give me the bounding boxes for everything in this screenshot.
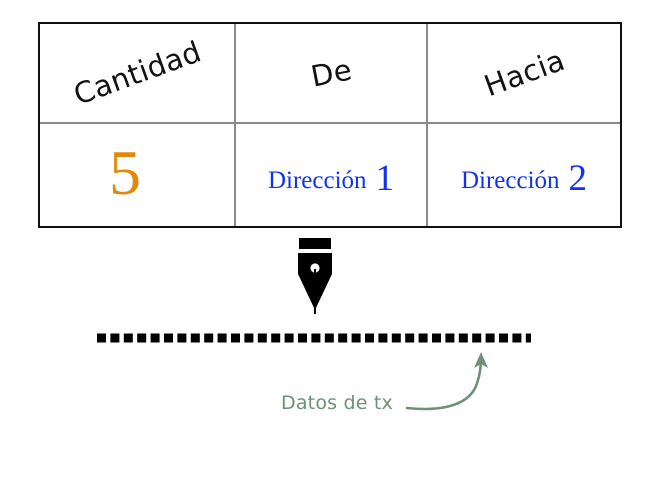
to-address-word: Dirección (460, 166, 560, 194)
header-label-to: Hacia (479, 42, 569, 104)
annotation-label-datos-de-tx: Datos de tx (281, 392, 393, 414)
from-address-value: Dirección 1 (267, 157, 395, 199)
from-address-word: Dirección (267, 166, 367, 194)
header-cell-amount: Cantidad (40, 24, 234, 122)
table-header-row: Cantidad De Hacia (40, 24, 620, 124)
data-cell-to: Dirección 2 (428, 124, 620, 226)
to-address-value: Dirección 2 (460, 157, 588, 199)
pen-nib-icon (298, 238, 332, 314)
curved-arrow-icon (405, 352, 488, 411)
header-cell-from: De (234, 24, 428, 122)
to-address-index: 2 (568, 157, 588, 199)
amount-value: 5 (109, 137, 141, 208)
header-label-amount: Cantidad (68, 34, 206, 112)
transaction-fields-table: Cantidad De Hacia 5 Dirección 1 Dirección… (38, 22, 622, 228)
data-cell-amount: 5 (40, 124, 234, 226)
table-data-row: 5 Dirección 1 Dirección 2 (40, 124, 620, 226)
header-label-from: De (307, 52, 355, 94)
data-cell-from: Dirección 1 (234, 124, 428, 226)
header-cell-to: Hacia (428, 24, 620, 122)
transaction-data-line (97, 333, 531, 343)
from-address-index: 1 (375, 157, 395, 199)
